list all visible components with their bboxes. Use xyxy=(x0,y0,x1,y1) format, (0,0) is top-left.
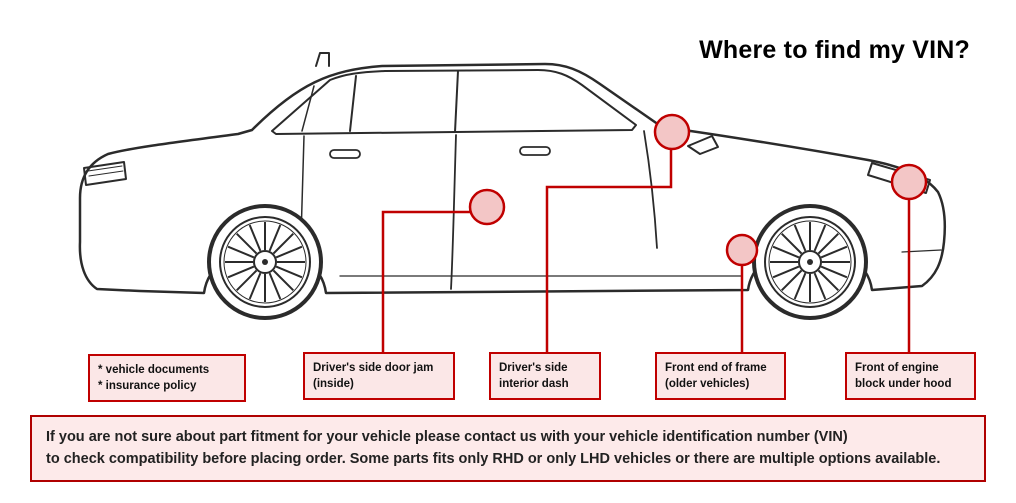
label-interior-dash: Driver's side interior dash xyxy=(489,352,601,401)
vin-location-markers xyxy=(468,113,928,267)
marker-door-jam xyxy=(468,188,506,226)
fitment-notice-banner: If you are not sure about part fitment f… xyxy=(30,415,986,482)
label-vehicle-documents: * vehicle documents * insurance policy xyxy=(88,354,246,403)
marker-dash xyxy=(653,113,691,151)
connector-dash xyxy=(545,149,673,352)
marker-engine xyxy=(890,163,928,201)
label-door-jam: Driver's side door jam (inside) xyxy=(303,352,455,401)
page-title: Where to find my VIN? xyxy=(699,36,970,64)
vin-connector-lines xyxy=(381,149,911,352)
label-engine-block: Front of engine block under hood xyxy=(845,352,976,401)
rear-wheel-icon xyxy=(207,204,323,320)
front-wheel-icon xyxy=(752,204,868,320)
label-front-frame: Front end of frame (older vehicles) xyxy=(655,352,786,401)
marker-frame xyxy=(725,233,759,267)
connector-door-jam xyxy=(381,210,470,352)
